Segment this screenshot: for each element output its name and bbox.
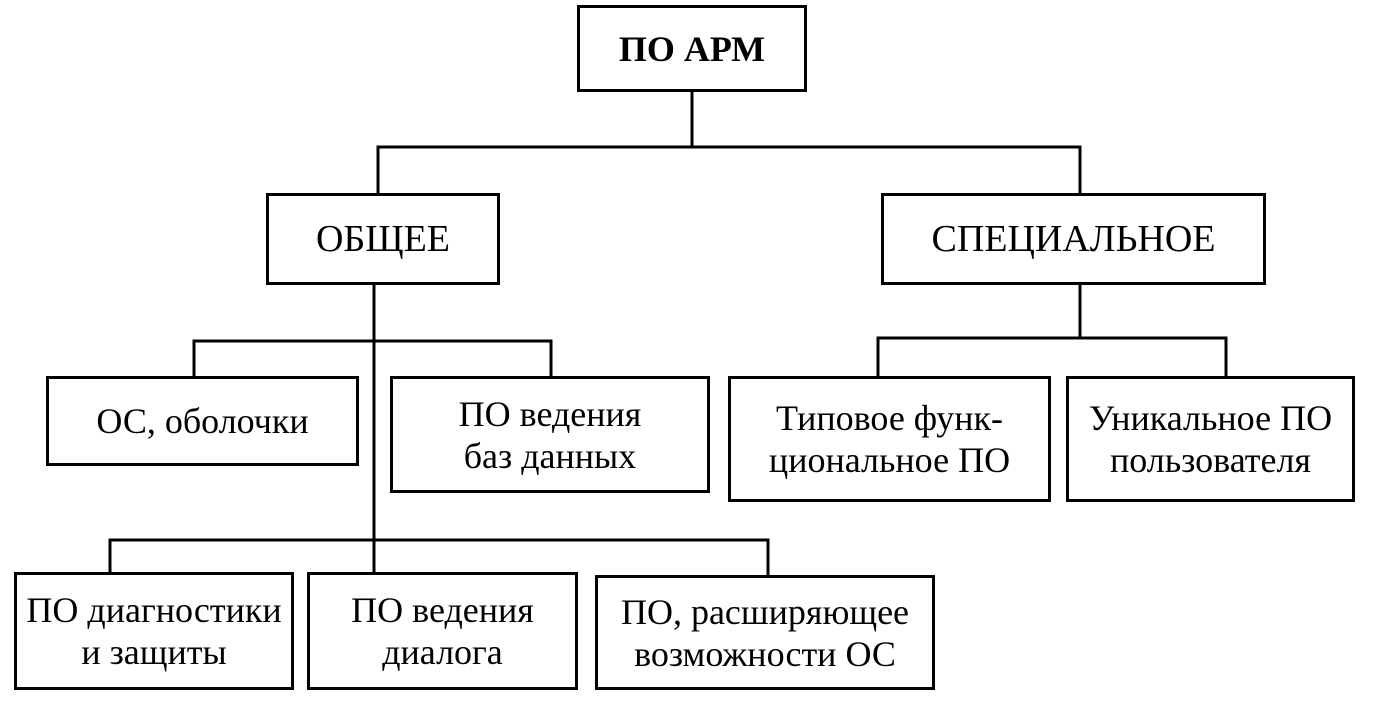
node-unique-user-software: Уникальное ПО пользователя <box>1066 376 1355 502</box>
node-label: Типовое функ- циональное ПО <box>768 398 1011 480</box>
node-label: Уникальное ПО пользователя <box>1088 398 1333 480</box>
node-os-shells: ОС, оболочки <box>46 376 359 466</box>
node-general: ОБЩЕЕ <box>266 193 500 285</box>
node-label: ПО ведения диалога <box>351 590 534 672</box>
node-diagnostics-protection: ПО диагностики и защиты <box>14 572 294 690</box>
node-po-arm: ПО АРМ <box>577 5 807 92</box>
node-label: ПО, расширяющее возможности ОС <box>620 591 910 674</box>
node-os-extension-software: ПО, расширяющее возможности ОС <box>595 575 935 690</box>
node-database-software: ПО ведения баз данных <box>390 376 710 493</box>
node-label: ПО АРМ <box>618 28 766 69</box>
node-dialog-software: ПО ведения диалога <box>307 572 578 690</box>
node-label: СПЕЦИАЛЬНОЕ <box>931 218 1216 260</box>
node-label: ОБЩЕЕ <box>315 218 451 260</box>
node-label: ПО ведения баз данных <box>458 393 642 476</box>
node-special: СПЕЦИАЛЬНОЕ <box>881 193 1266 285</box>
node-typical-functional-software: Типовое функ- циональное ПО <box>728 376 1051 502</box>
node-label: ОС, оболочки <box>96 401 309 441</box>
node-label: ПО диагностики и защиты <box>26 590 282 672</box>
